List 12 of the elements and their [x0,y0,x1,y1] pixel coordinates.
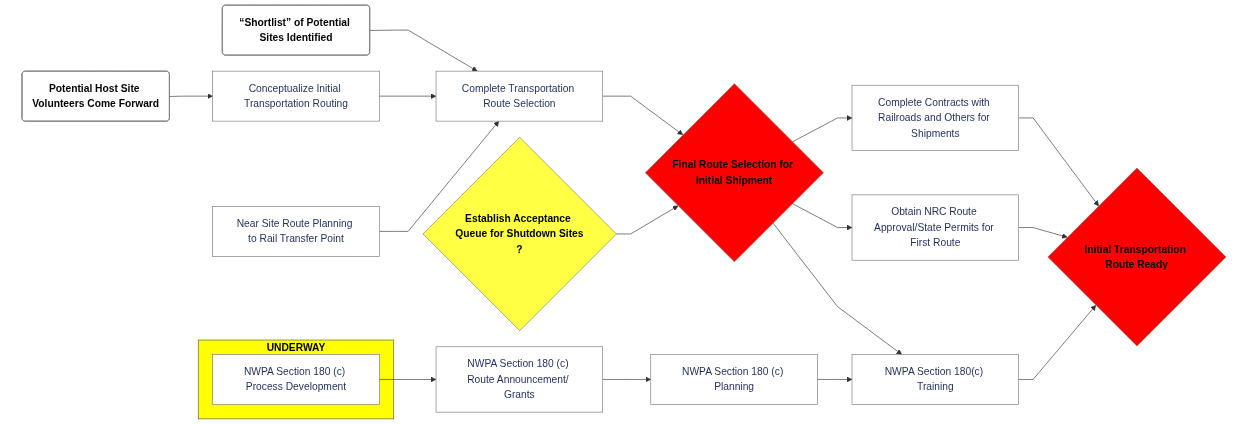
node-box: Complete Transportation Route Selection [435,70,603,122]
node-box: Near Site Route Planning to Rail Transfer Point [212,206,380,257]
node-diamond: Initial Transportation Route Ready [1047,167,1227,347]
node-box: Conceptualize Initial Transportation Routing [212,70,380,122]
node-box: Obtain NRC Route Approval/State Permits for First Route [851,194,1019,261]
node-diamond: Establish Acceptance Queue for Shutdown Sites ? [422,136,617,332]
node-box: NWPA Section 180 (c) Planning [650,354,818,405]
node-box: NWPA Section 180 (c) Route Announcement/ Grants [435,346,603,413]
node-diamond: Final Route Selection for Initial Shipment [645,83,824,263]
node-box: NWPA Section 180(c) Training [851,354,1019,405]
node-box: Complete Contracts with Railroads and Others for Shipments [851,84,1019,151]
node-box: NWPA Section 180 (c) Process Development [212,354,380,405]
